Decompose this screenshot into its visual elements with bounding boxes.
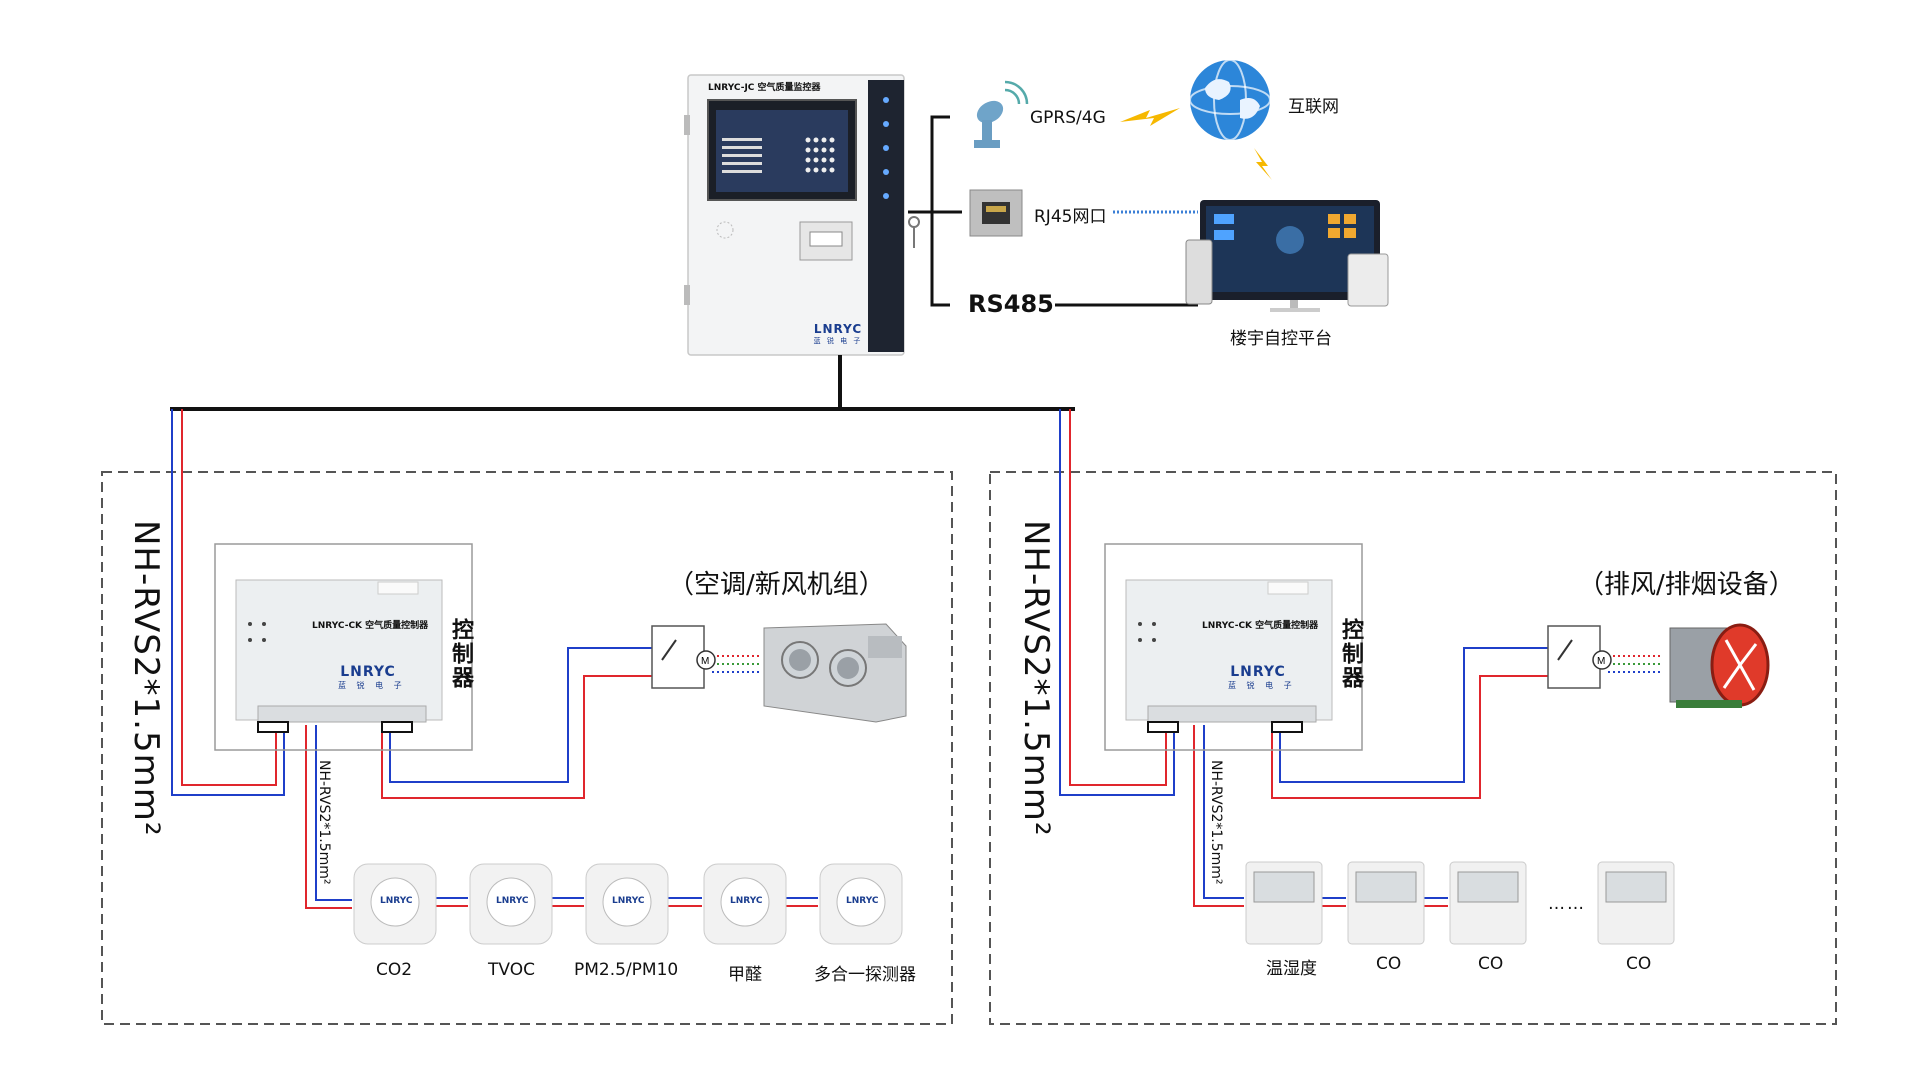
left-equipment-label: （空调/新风机组） xyxy=(668,570,885,600)
motor-icon: M xyxy=(1597,656,1605,667)
network-links xyxy=(908,115,962,307)
right-zone-wires xyxy=(1059,409,1660,907)
left-controller-title: LNRYC-CK 空气质量控制器 xyxy=(312,621,429,631)
main-unit-brand: LNRYC xyxy=(813,322,863,336)
sensor-label-co2: CO2 xyxy=(376,960,413,980)
right-actuator-valve-icon xyxy=(1547,625,1612,689)
sensor-label-formaldehyde: 甲醛 xyxy=(728,965,762,985)
left-controller-frame xyxy=(214,543,473,751)
left-controller-brand: LNRYC xyxy=(340,664,396,680)
main-unit-brand-sub: 蓝 锐 电 子 xyxy=(813,337,863,345)
left-zone-border xyxy=(101,471,953,1025)
left-controller-brand-sub: 蓝 锐 电 子 xyxy=(338,681,406,690)
antenna-icon xyxy=(974,80,1029,148)
detector-label-temp-humidity: 温湿度 xyxy=(1266,959,1317,979)
right-controller-frame xyxy=(1104,543,1363,751)
detector-label-co: CO xyxy=(1478,954,1504,974)
sensor-logo: LNRYC xyxy=(612,896,645,906)
left-cable-label: NH-RVS2*1.5mm² xyxy=(126,520,166,837)
right-zone-border xyxy=(989,471,1837,1025)
lightning-bolt-icon xyxy=(1120,108,1180,126)
left-actuator-valve-icon xyxy=(651,625,716,689)
detector-ellipsis: …… xyxy=(1548,894,1586,914)
right-controller-side-label: 控制器 xyxy=(1338,618,1363,690)
main-unit-logo: LNRYC 蓝 锐 电 子 xyxy=(808,322,868,346)
rj45-label: RJ45网口 xyxy=(1034,207,1107,227)
speaker-icon xyxy=(716,221,734,239)
main-monitor-cabinet xyxy=(684,74,920,356)
left-sensor-devices xyxy=(353,863,903,945)
sensor-label-tvoc: TVOC xyxy=(488,960,535,980)
left-sensor-cable-label: NH-RVS2*1.5mm² xyxy=(316,760,332,885)
platform-monitor-icon xyxy=(1185,200,1389,312)
sensor-label-multi: 多合一探测器 xyxy=(814,965,916,985)
sensor-logo: LNRYC xyxy=(846,896,879,906)
right-controller xyxy=(1125,579,1333,733)
right-cable-label: NH-RVS2*1.5mm² xyxy=(1016,520,1056,837)
platform-label: 楼宇自控平台 xyxy=(1230,329,1332,349)
lightning-bolt-icon xyxy=(1254,148,1272,180)
globe-icon xyxy=(1189,59,1271,141)
rj45-port-icon xyxy=(969,189,1023,237)
sensor-logo: LNRYC xyxy=(496,896,529,906)
gprs-label: GPRS/4G xyxy=(1030,108,1106,128)
detector-label-co: CO xyxy=(1376,954,1402,974)
sensor-logo: LNRYC xyxy=(380,896,413,906)
left-controller-side-label: 控制器 xyxy=(448,618,473,690)
left-zone-wires xyxy=(171,409,818,909)
right-detector-cable-label: NH-RVS2*1.5mm² xyxy=(1208,760,1224,885)
sensor-label-pm: PM2.5/PM10 xyxy=(574,960,679,980)
internet-label: 互联网 xyxy=(1288,97,1339,117)
right-detector-devices xyxy=(1245,861,1675,945)
exhaust-fan-icon xyxy=(1669,623,1770,708)
key-icon xyxy=(908,216,920,248)
right-controller-brand-sub: 蓝 锐 电 子 xyxy=(1228,681,1296,690)
right-controller-logo: LNRYC 蓝 锐 电 子 xyxy=(1228,664,1296,691)
right-controller-brand: LNRYC xyxy=(1230,664,1286,680)
air-handling-unit-icon xyxy=(763,623,907,723)
left-controller-logo: LNRYC 蓝 锐 电 子 xyxy=(338,664,406,691)
detector-label-co: CO xyxy=(1626,954,1652,974)
motor-icon: M xyxy=(701,656,709,667)
right-controller-title: LNRYC-CK 空气质量控制器 xyxy=(1202,621,1319,631)
rs485-label: RS485 xyxy=(968,290,1054,318)
left-controller xyxy=(235,579,443,733)
right-equipment-label: （排风/排烟设备） xyxy=(1578,570,1795,600)
sensor-logo: LNRYC xyxy=(730,896,763,906)
main-unit-title: LNRYC-JC 空气质量监控器 xyxy=(708,83,821,93)
